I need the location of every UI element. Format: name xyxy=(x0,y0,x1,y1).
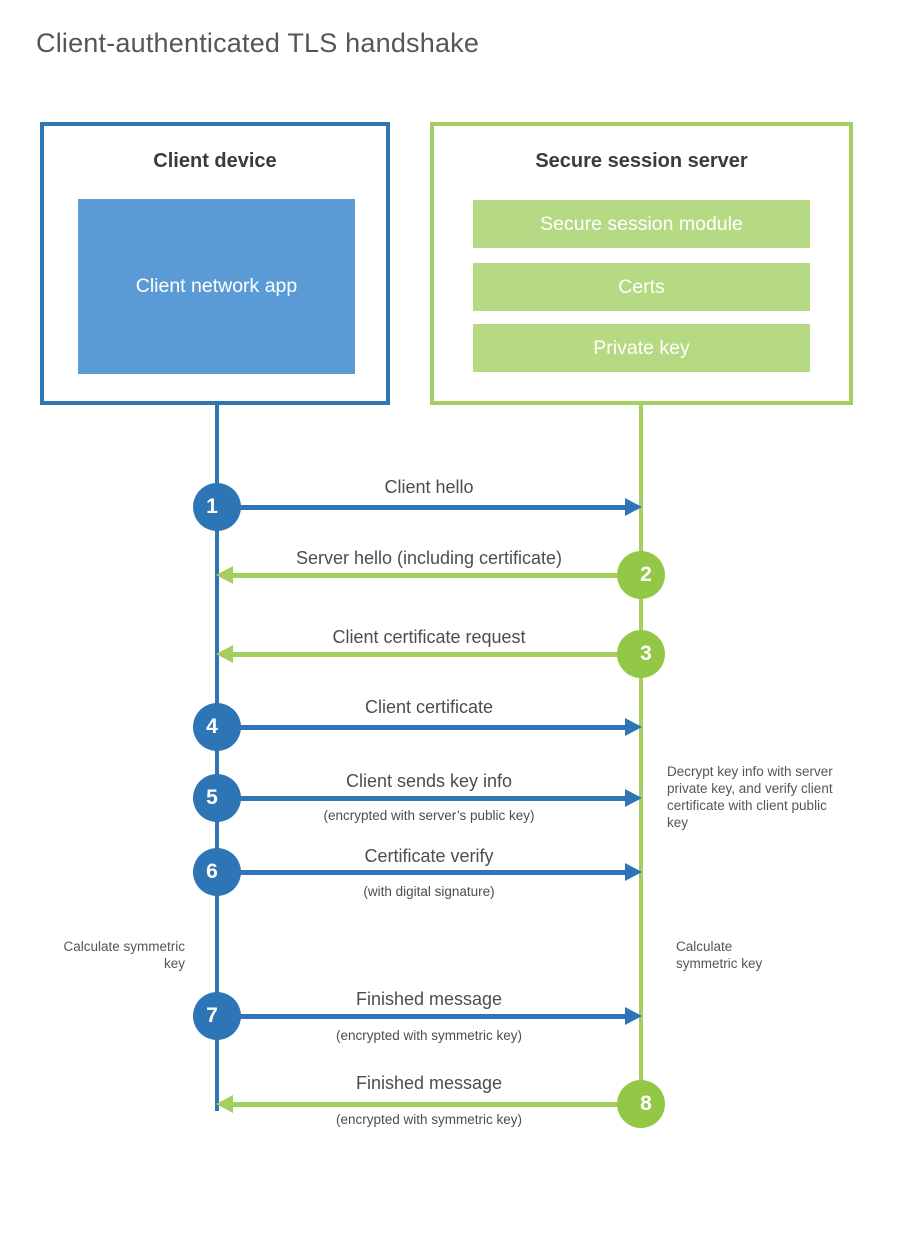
message-subtext: (encrypted with symmetric key) xyxy=(335,1028,523,1043)
client-device-box: Client device Client network app xyxy=(40,122,390,405)
step-circle: 4 xyxy=(193,703,241,751)
arrow-left-icon xyxy=(216,644,641,664)
step-circle: 2 xyxy=(617,551,665,599)
client-calculate-key-note: Calculate symmetric key xyxy=(63,939,185,972)
step-circle: 6 xyxy=(193,848,241,896)
message-label: Finished message xyxy=(355,989,503,1009)
message-label: Certificate verify xyxy=(364,846,494,866)
secure-session-server-box: Secure session server Secure session mod… xyxy=(430,122,853,405)
step-circle: 8 xyxy=(617,1080,665,1128)
client-lifeline xyxy=(215,405,219,1111)
step-circle: 7 xyxy=(193,992,241,1040)
server-module-private-key: Private key xyxy=(473,324,810,372)
step-circle: 5 xyxy=(193,774,241,822)
message-subtext: (encrypted with symmetric key) xyxy=(335,1112,523,1127)
page-title: Client-authenticated TLS handshake xyxy=(36,28,480,58)
arrow-right-icon xyxy=(217,717,642,737)
step-circle: 1 xyxy=(193,483,241,531)
arrow-right-icon xyxy=(217,862,642,882)
client-network-app-box: Client network app xyxy=(78,199,355,374)
server-lifeline xyxy=(639,405,643,1105)
server-decrypt-note: Decrypt key info with server private key… xyxy=(667,764,833,831)
message-label: Client certificate xyxy=(364,697,494,717)
server-module-secure-session: Secure session module xyxy=(473,200,810,248)
message-label: Server hello (including certificate) xyxy=(295,548,563,568)
step-circle: 3 xyxy=(617,630,665,678)
arrow-left-icon xyxy=(216,1094,641,1114)
message-label: Client hello xyxy=(384,477,474,497)
server-module-certs: Certs xyxy=(473,263,810,311)
message-subtext: (encrypted with server’s public key) xyxy=(323,808,535,823)
arrow-right-icon xyxy=(217,788,642,808)
secure-session-server-title: Secure session server xyxy=(535,150,748,172)
server-calculate-key-note: Calculate symmetric key xyxy=(676,939,763,972)
message-label: Finished message xyxy=(355,1073,503,1093)
arrow-right-icon xyxy=(217,1006,642,1026)
arrow-right-icon xyxy=(217,497,642,517)
client-network-app-label: Client network app xyxy=(135,275,298,298)
message-subtext: (with digital signature) xyxy=(363,884,495,899)
client-device-title: Client device xyxy=(153,150,277,172)
arrow-left-icon xyxy=(216,565,641,585)
message-label: Client sends key info xyxy=(345,771,513,791)
message-label: Client certificate request xyxy=(332,627,526,647)
